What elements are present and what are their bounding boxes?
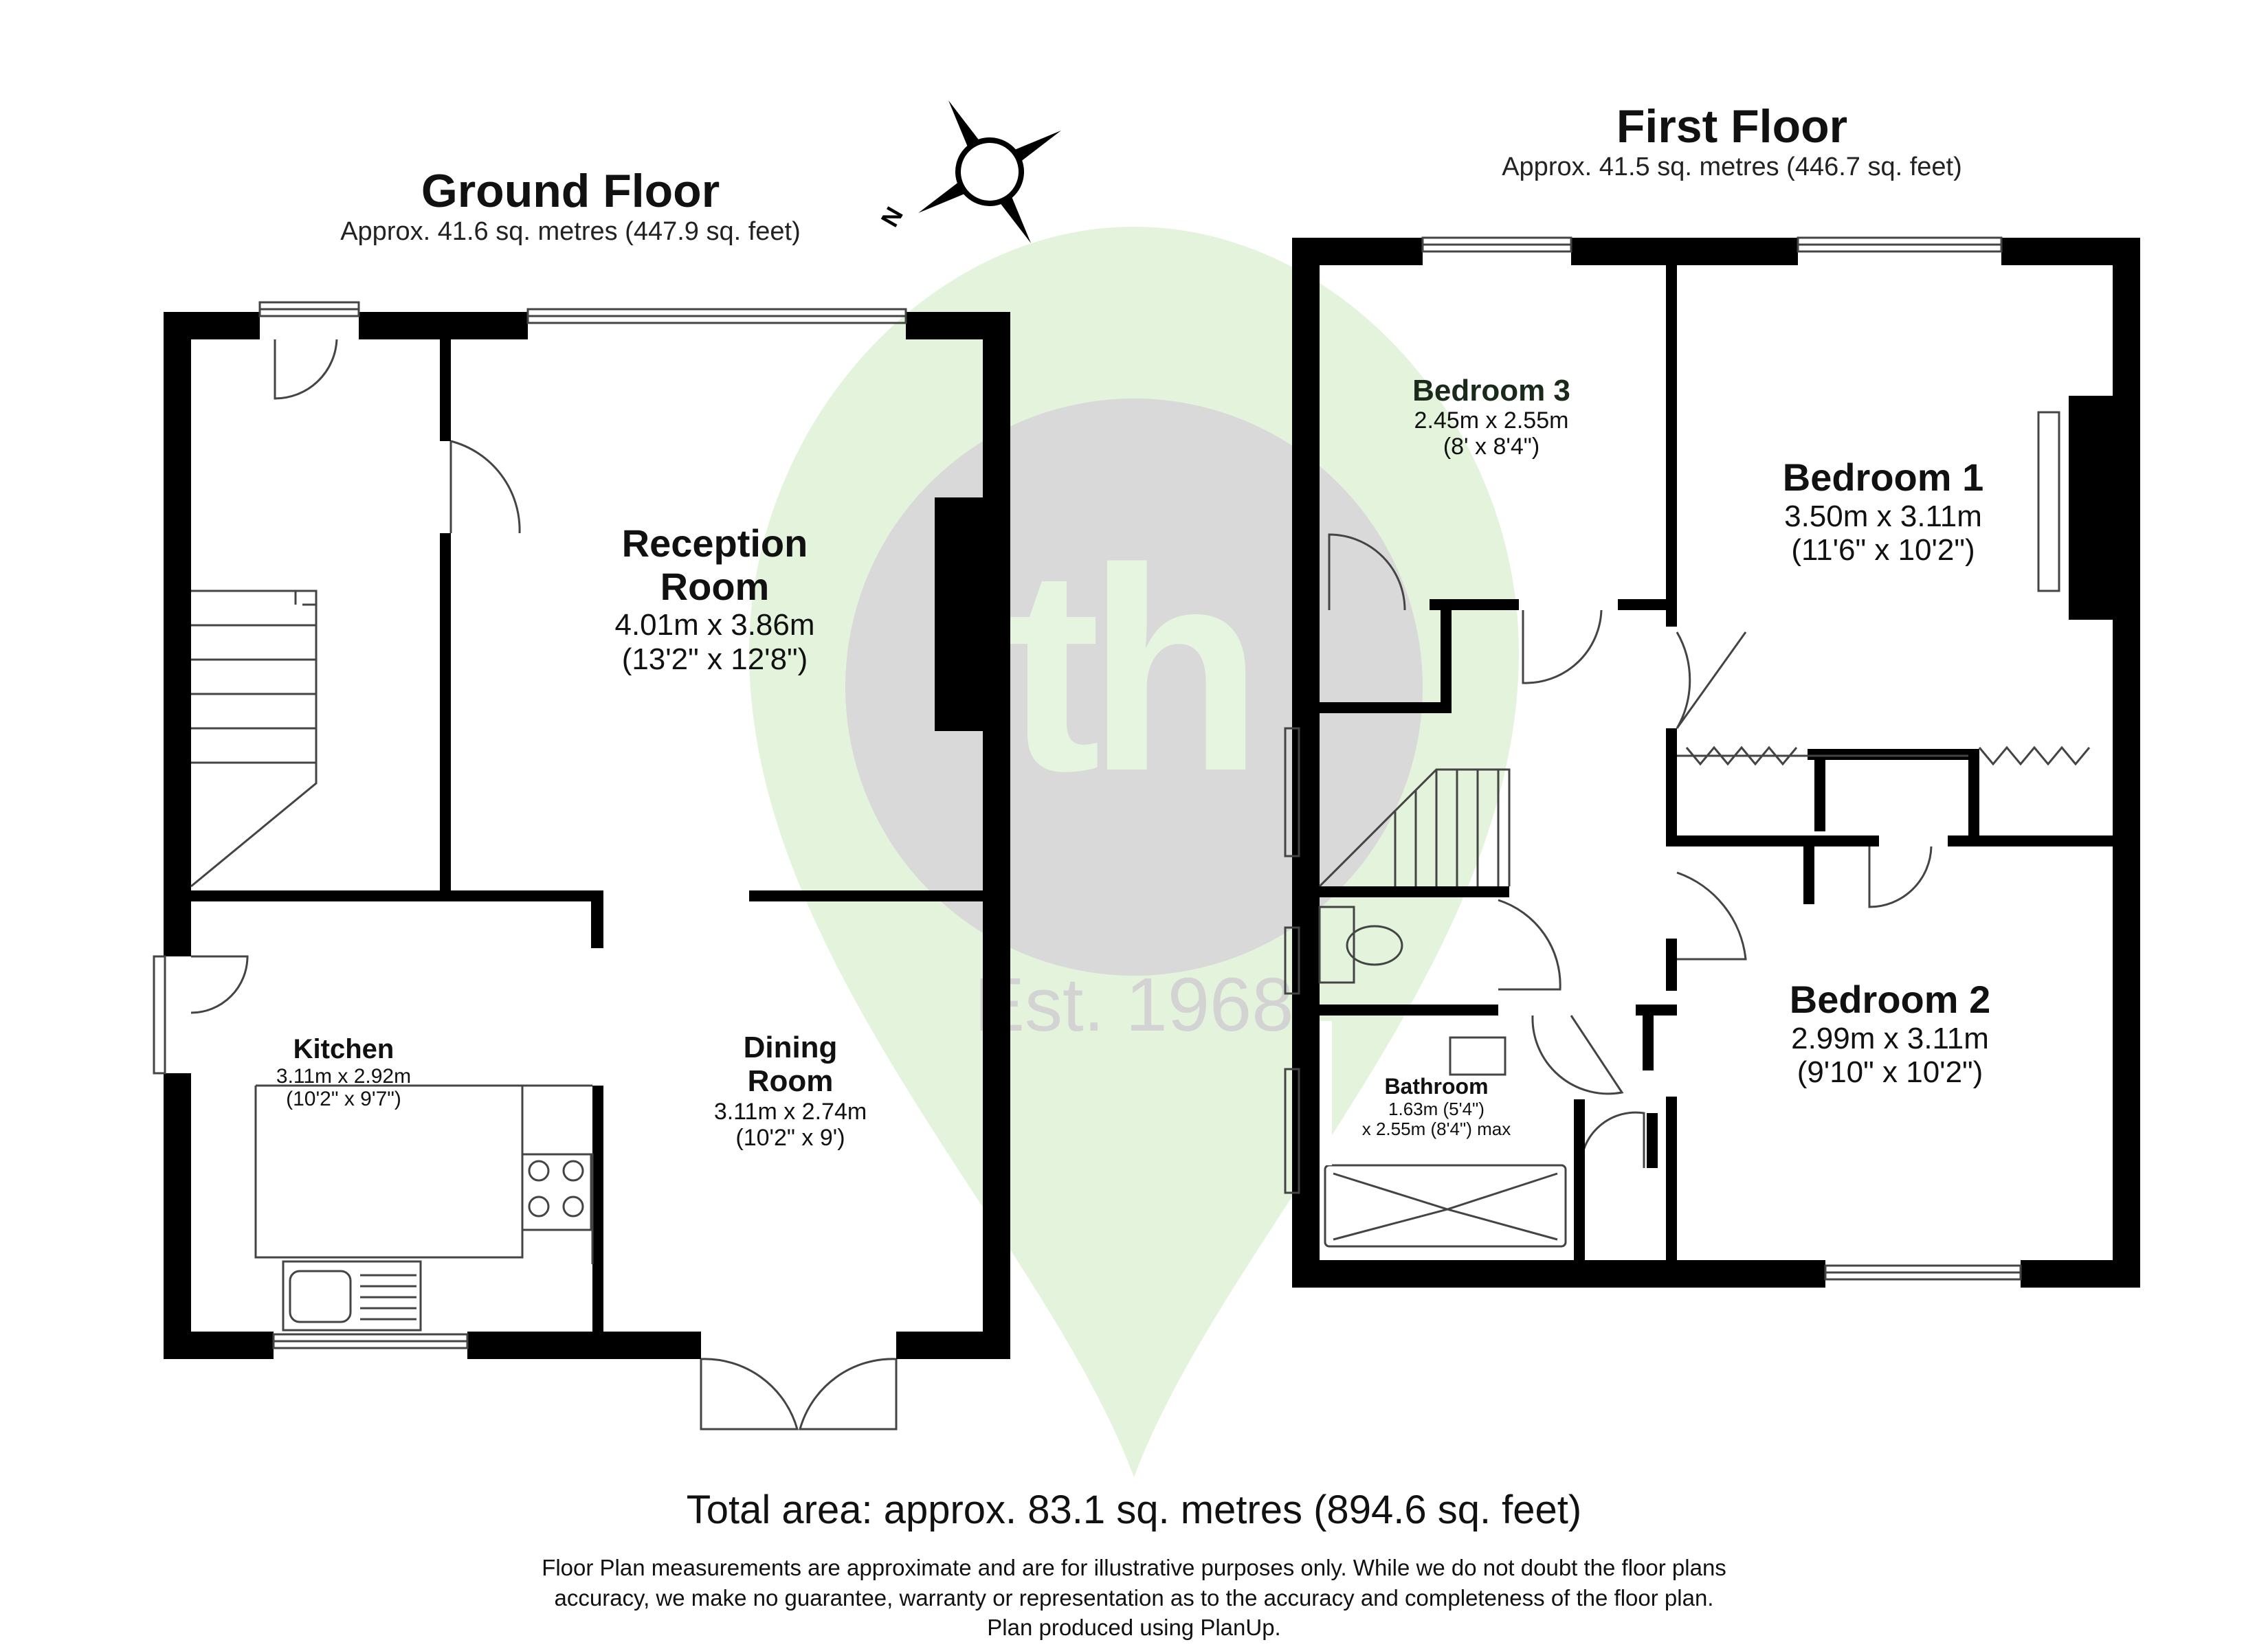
- first-floor-inner-walls: [1320, 886, 1585, 1264]
- total-area: Total area: approx. 83.1 sq. metres (894…: [686, 1488, 1582, 1532]
- room-dimensions-metric: 2.45m x 2.55m: [1414, 407, 1569, 434]
- room-bedroom-2: Bedroom 2 2.99m x 3.11m (9'10" x 10'2"): [1732, 978, 2048, 1089]
- room-dining: Dining Room 3.11m x 2.74m (10'2" x 9'): [660, 1031, 921, 1151]
- compass-north-label: N: [875, 202, 909, 232]
- room-dimensions-metric: 3.11m x 2.74m: [713, 1098, 867, 1125]
- room-name: Reception: [621, 521, 808, 565]
- first-floor-title: First Floor: [1616, 100, 1848, 153]
- room-dimensions-metric: 2.99m x 3.11m: [1791, 1021, 1989, 1055]
- disclaimer-line-2: accuracy, we make no guarantee, warranty…: [554, 1584, 1714, 1611]
- room-dimensions-imperial: (9'10" x 10'2"): [1797, 1055, 1983, 1089]
- room-name: Bedroom 1: [1782, 456, 1984, 499]
- room-dimensions-imperial: (10'2" x 9'7"): [286, 1088, 401, 1111]
- room-dimensions-imperial: (11'6" x 10'2"): [1791, 532, 1975, 567]
- ground-floor-fixtures: [153, 301, 907, 1431]
- room-reception: Reception Room 4.01m x 3.86m (13'2" x 12…: [550, 521, 880, 676]
- room-dimensions-metric: 1.63m (5'4"): [1388, 1098, 1485, 1119]
- ground-floor-area: Approx. 41.6 sq. metres (447.9 sq. feet): [340, 217, 801, 247]
- first-floor-area: Approx. 41.5 sq. metres (446.7 sq. feet): [1502, 153, 1962, 182]
- first-floor-fixtures: [1284, 236, 2091, 1281]
- room-name-line2: Room: [660, 564, 770, 608]
- ground-floor-title: Ground Floor: [421, 165, 720, 217]
- room-dimensions-imperial: (8' x 8'4"): [1443, 434, 1540, 460]
- room-bedroom-1: Bedroom 1 3.50m x 3.11m (11'6" x 10'2"): [1725, 456, 2041, 567]
- room-name: Bathroom: [1384, 1074, 1489, 1099]
- room-name: Dining: [743, 1031, 838, 1064]
- disclaimer: Floor Plan measurements are approximate …: [275, 1553, 1993, 1643]
- first-floor-heading: First Floor Approx. 41.5 sq. metres (446…: [1443, 100, 2021, 182]
- room-name-line2: Room: [747, 1064, 834, 1099]
- first-floor-walls: [1292, 238, 2140, 1288]
- room-bedroom-3: Bedroom 3 2.45m x 2.55m (8' x 8'4"): [1347, 374, 1636, 460]
- room-dimensions-imperial: x 2.55m (8'4") max: [1361, 1118, 1511, 1139]
- room-name: Bedroom 3: [1412, 374, 1570, 407]
- ground-floor-walls: [164, 312, 1010, 1359]
- room-dimensions-imperial: (10'2" x 9'): [735, 1124, 845, 1151]
- room-dimensions-metric: 3.11m x 2.92m: [276, 1064, 412, 1088]
- compass-rose: [918, 100, 1061, 243]
- disclaimer-line-1: Floor Plan measurements are approximate …: [542, 1555, 1726, 1580]
- room-kitchen: Kitchen 3.11m x 2.92m (10'2" x 9'7"): [261, 1034, 426, 1111]
- room-dimensions-metric: 3.50m x 3.11m: [1784, 499, 1982, 533]
- room-bathroom: Bathroom 1.63m (5'4") x 2.55m (8'4") max: [1333, 1074, 1539, 1139]
- ground-floor-heading: Ground Floor Approx. 41.6 sq. metres (44…: [275, 165, 866, 247]
- disclaimer-line-3: Plan produced using PlanUp.: [987, 1615, 1281, 1641]
- watermark-est-text: Est. 1968: [975, 963, 1294, 1047]
- room-name: Bedroom 2: [1789, 978, 1991, 1021]
- room-name: Kitchen: [293, 1034, 394, 1064]
- watermark-logo-text: th: [1005, 509, 1249, 831]
- room-dimensions-imperial: (13'2" x 12'8"): [621, 642, 808, 676]
- room-dimensions-metric: 4.01m x 3.86m: [614, 608, 815, 642]
